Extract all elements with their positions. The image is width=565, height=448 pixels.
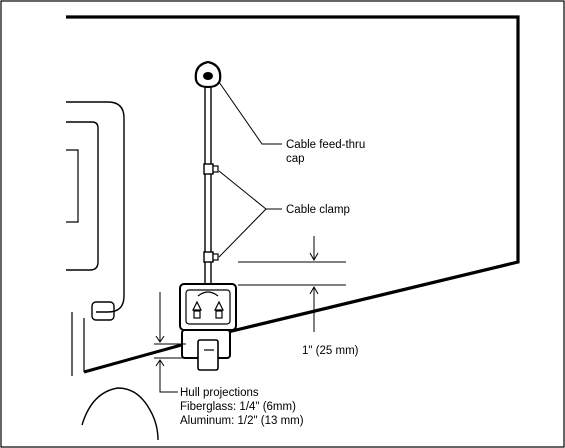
- cable-clamp-label: Cable clamp: [286, 204, 350, 216]
- feed-thru-label-line2: cap: [286, 153, 305, 165]
- feed-thru-leader: [218, 81, 282, 145]
- gap-measure-label: 1" (25 mm): [302, 345, 359, 357]
- outboard-motor: [66, 101, 159, 441]
- transducer-bracket: [179, 283, 237, 331]
- clamp-leader-lower: [218, 208, 267, 258]
- transom-outline: [66, 15, 520, 333]
- cable-clamp-upper: [203, 163, 219, 175]
- gap-dimension: [238, 236, 346, 332]
- clamp-leader-upper: [218, 170, 282, 210]
- hull-aluminum-label: Aluminum: 1/2" (13 mm): [180, 415, 304, 427]
- hull-fiberglass-label: Fiberglass: 1/4" (6mm): [180, 401, 296, 413]
- hull-projections-title: Hull projections: [180, 387, 259, 399]
- hull-projection-dimension: [154, 292, 186, 393]
- feed-thru-label-line1: Cable feed-thru: [286, 139, 365, 151]
- cable-feed-thru-cap: [194, 60, 222, 89]
- transducer: [181, 329, 231, 371]
- cable-clamp-lower: [203, 251, 219, 263]
